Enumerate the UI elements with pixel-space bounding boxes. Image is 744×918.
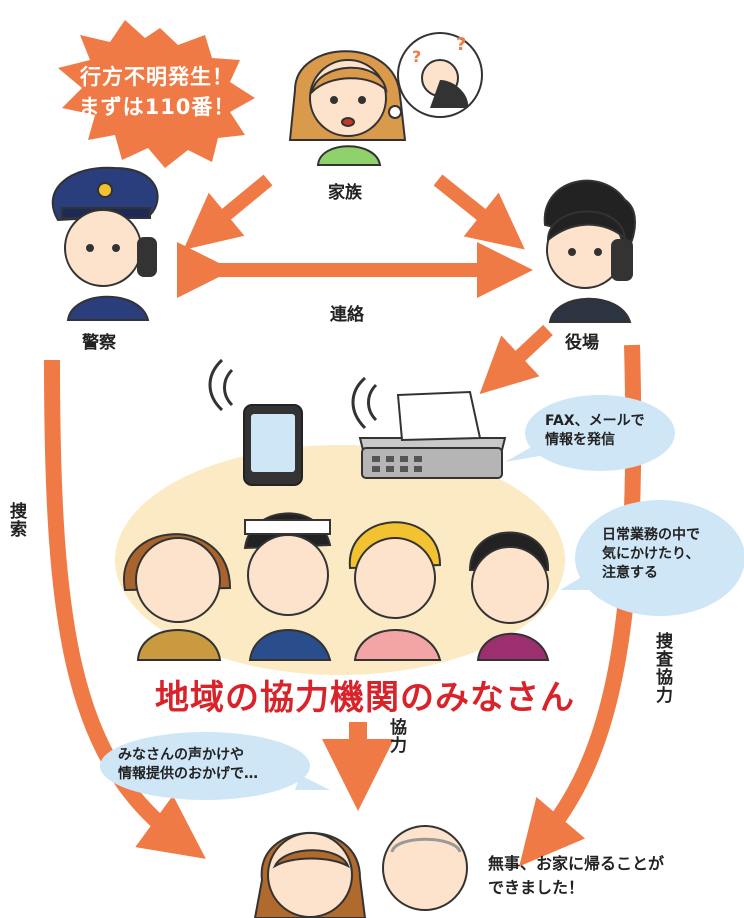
- bubble-thanks: [100, 732, 330, 800]
- edge-label-contact: 連絡: [330, 305, 364, 325]
- cooperators-group-illustration: [123, 512, 550, 661]
- returned-family-illustration: [253, 825, 468, 918]
- outcome-text: 無事、お家に帰ることが できました！: [488, 852, 664, 900]
- thought-bubble: ? ?: [388, 32, 483, 119]
- bubble-thanks-line-1: みなさんの声かけや: [118, 747, 244, 763]
- cityhall-staff-illustration: [543, 179, 636, 323]
- outcome-line-2: できました！: [488, 878, 585, 897]
- bubble-thanks-line-2: 情報提供のおかげで…: [118, 766, 258, 782]
- alert-burst: [58, 20, 255, 168]
- node-label-cityhall: 役場: [565, 333, 599, 353]
- bubble-daily-line-2: 気にかけたり、: [602, 546, 700, 562]
- outcome-line-1: 無事、お家に帰ることが: [488, 854, 665, 873]
- edge-label-investigation-cooperation: 捜査協力: [652, 632, 672, 704]
- bubble-fax: [505, 395, 675, 471]
- alert-burst-text: 行方不明発生！ まずは110番！: [62, 62, 252, 122]
- question-mark-icon: ?: [456, 34, 466, 55]
- edge-label-cooperation: 協力: [386, 718, 406, 754]
- cooperators-oval: [115, 445, 565, 675]
- bubble-thanks-text: みなさんの声かけや 情報提供のおかげで…: [118, 746, 258, 784]
- arrow-police-search: [44, 359, 206, 859]
- node-label-police: 警察: [82, 333, 116, 353]
- alert-line-2: まずは110番！: [78, 95, 236, 119]
- bubble-fax-line-2: 情報を発信: [545, 432, 615, 448]
- arrow-cityhall-to-cooperators: [479, 324, 553, 395]
- bubble-fax-text: FAX、メールで 情報を発信: [545, 412, 645, 450]
- arrow-family-to-cityhall: [433, 174, 525, 250]
- bubble-daily-line-1: 日常業務の中で: [602, 527, 700, 543]
- cooperators-title: 地域の協力機関のみなさん: [152, 675, 578, 722]
- alert-line-1: 行方不明発生！: [80, 65, 234, 89]
- node-label-family: 家族: [328, 183, 362, 203]
- bubble-daily-line-3: 注意する: [602, 565, 658, 581]
- bubble-daily: [560, 500, 744, 616]
- bubble-daily-text: 日常業務の中で 気にかけたり、 注意する: [602, 526, 700, 583]
- smartphone-icon: [208, 358, 303, 486]
- bubble-fax-line-1: FAX、メールで: [545, 413, 645, 429]
- question-mark-icon: ?: [412, 47, 421, 66]
- arrow-family-to-police: [183, 174, 273, 250]
- edge-label-search: 捜索: [6, 502, 26, 538]
- police-officer-illustration: [51, 166, 159, 321]
- fax-machine-icon: [351, 376, 507, 479]
- family-mother-illustration: [288, 50, 407, 166]
